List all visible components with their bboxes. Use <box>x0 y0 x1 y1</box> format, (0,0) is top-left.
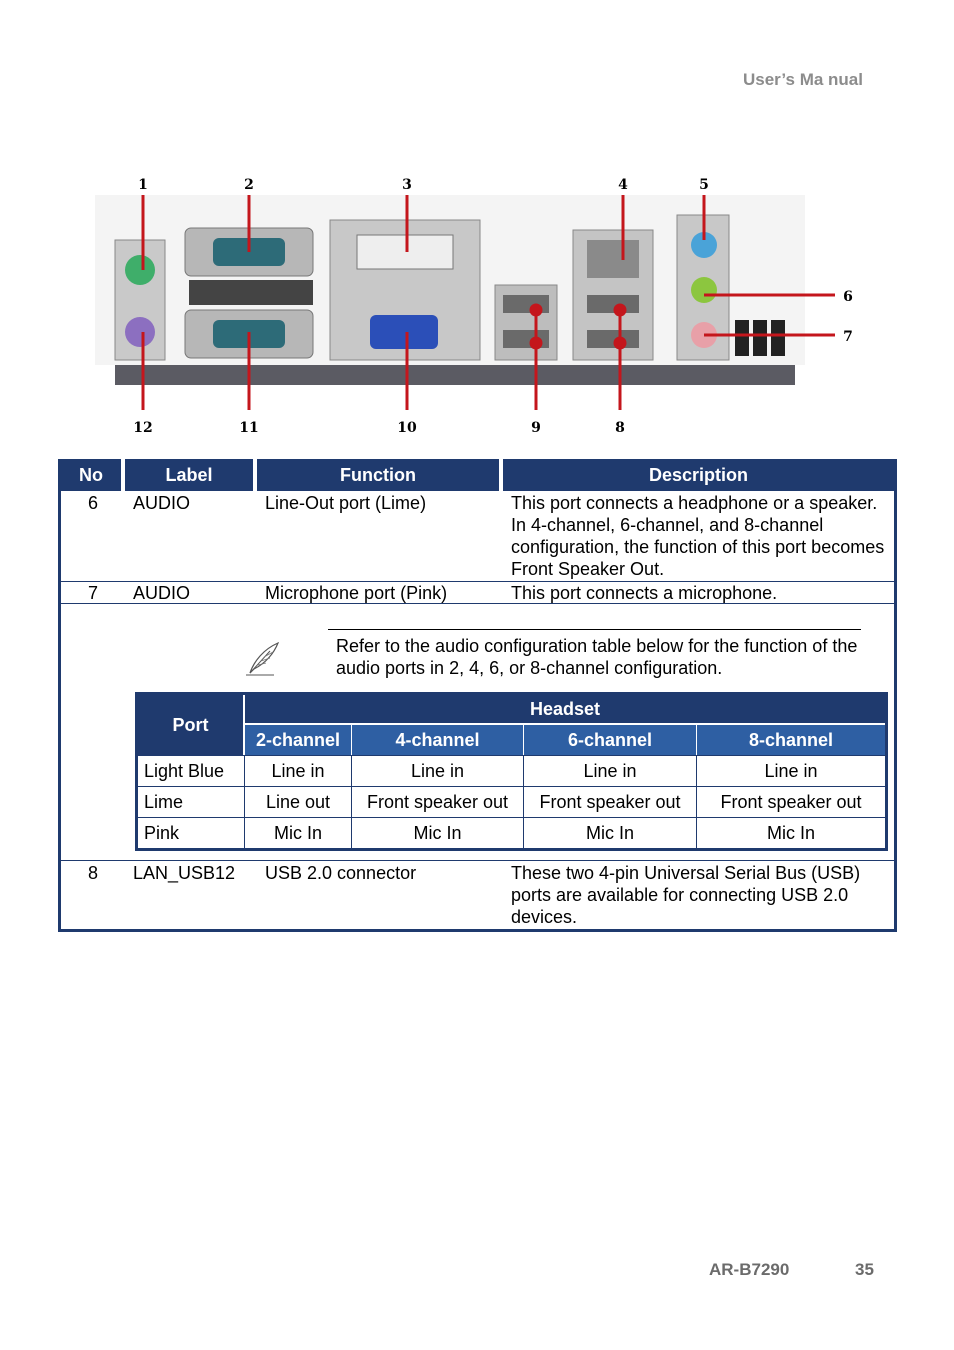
footer-model: AR-B7290 <box>709 1260 790 1279</box>
row-description: This port connects a headphone or a spea… <box>511 493 885 579</box>
cell-8-channel: Mic In <box>766 822 815 843</box>
table-row: Light Blue Line in Line in Line in Line … <box>138 755 885 786</box>
lan-port <box>587 240 639 278</box>
ps2-mouse-port <box>125 317 155 347</box>
callout-5: 5 <box>699 177 709 193</box>
dvi-port <box>356 234 454 270</box>
row-label: AUDIO <box>133 583 191 603</box>
table-row: 6 AUDIO Line-Out port (Lime) This port c… <box>61 491 894 582</box>
port-name: Lime <box>138 787 245 817</box>
table-row: Pink Mic In Mic In Mic In Mic In <box>138 817 885 848</box>
rear-io-figure: 1 2 3 4 5 6 7 12 11 10 9 8 <box>85 170 875 440</box>
cell-8-channel: Front speaker out <box>720 791 862 812</box>
running-header: User’s Ma nual <box>743 70 863 89</box>
callout-3: 3 <box>402 177 412 193</box>
callout-12: 12 <box>133 420 152 436</box>
note-divider <box>328 629 861 630</box>
callout-9: 9 <box>531 420 541 436</box>
header-no: No <box>61 459 125 491</box>
callout-11: 11 <box>239 420 258 436</box>
header-port: Port <box>138 695 245 755</box>
header-6-channel: 6-channel <box>524 725 697 755</box>
header-headset: Headset <box>245 695 885 725</box>
header-4-channel: 4-channel <box>352 725 524 755</box>
cell-6-channel: Front speaker out <box>524 787 697 817</box>
cell-2-channel: Line out <box>245 787 352 817</box>
audio-config-table: Port Headset 2-channel 4-channel 6-chann… <box>135 692 888 851</box>
audio-table-header: Port Headset 2-channel 4-channel 6-chann… <box>138 695 885 755</box>
row-description: These two 4-pin Universal Serial Bus (US… <box>511 863 861 927</box>
callout-1: 1 <box>138 177 148 193</box>
callout-6: 6 <box>843 289 853 305</box>
cell-6-channel: Line in <box>524 756 697 786</box>
port-name: Pink <box>138 818 245 848</box>
cell-2-channel: Line in <box>245 756 352 786</box>
header-2-channel: 2-channel <box>245 725 352 755</box>
header-8-channel: 8-channel <box>697 725 885 755</box>
row-function: Line-Out port (Lime) <box>265 493 427 513</box>
header-label: Label <box>125 459 257 491</box>
table-row: 8 LAN_USB12 USB 2.0 connector These two … <box>61 861 894 929</box>
table-header-row: No Label Function Description <box>61 459 894 491</box>
header-function: Function <box>257 459 503 491</box>
page-number: 35 <box>855 1260 874 1279</box>
callout-10: 10 <box>397 420 417 436</box>
cell-6-channel: Mic In <box>524 818 697 848</box>
audio-line-in-port <box>691 232 717 258</box>
callout-8: 8 <box>615 420 625 436</box>
table-row: Lime Line out Front speaker out Front sp… <box>138 786 885 817</box>
feather-pen-icon <box>246 641 280 676</box>
port-name: Light Blue <box>138 756 245 786</box>
table-row: 7 AUDIO Microphone port (Pink) This port… <box>61 582 894 604</box>
row-function: USB 2.0 connector <box>265 863 417 883</box>
row-no: 8 <box>87 863 98 883</box>
callout-4: 4 <box>618 177 628 193</box>
row-description: This port connects a microphone. <box>511 583 778 603</box>
audio-config-note-area: Refer to the audio configuration table b… <box>61 604 894 861</box>
ps2-keyboard-port <box>125 255 155 285</box>
row-no: 7 <box>87 583 98 603</box>
vga-port <box>370 315 438 349</box>
cell-4-channel: Front speaker out <box>352 787 524 817</box>
audio-line-out-port <box>691 277 717 303</box>
header-description: Description <box>648 464 749 485</box>
cell-4-channel: Mic In <box>352 818 524 848</box>
io-ports-table: No Label Function Description 6 AUDIO Li… <box>58 459 897 932</box>
row-function: Microphone port (Pink) <box>265 583 448 603</box>
row-label: AUDIO <box>133 493 191 513</box>
callout-2: 2 <box>244 177 254 193</box>
callout-7: 7 <box>843 329 853 345</box>
row-label: LAN_USB12 <box>133 863 236 883</box>
cell-4-channel: Line in <box>352 756 524 786</box>
rear-io-panel-illustration: 1 2 3 4 5 6 7 12 11 10 9 8 <box>95 177 853 436</box>
note-text: Refer to the audio configuration table b… <box>336 636 858 678</box>
cell-2-channel: Mic In <box>245 818 352 848</box>
row-no: 6 <box>87 493 98 513</box>
cell-8-channel: Line in <box>764 760 818 781</box>
